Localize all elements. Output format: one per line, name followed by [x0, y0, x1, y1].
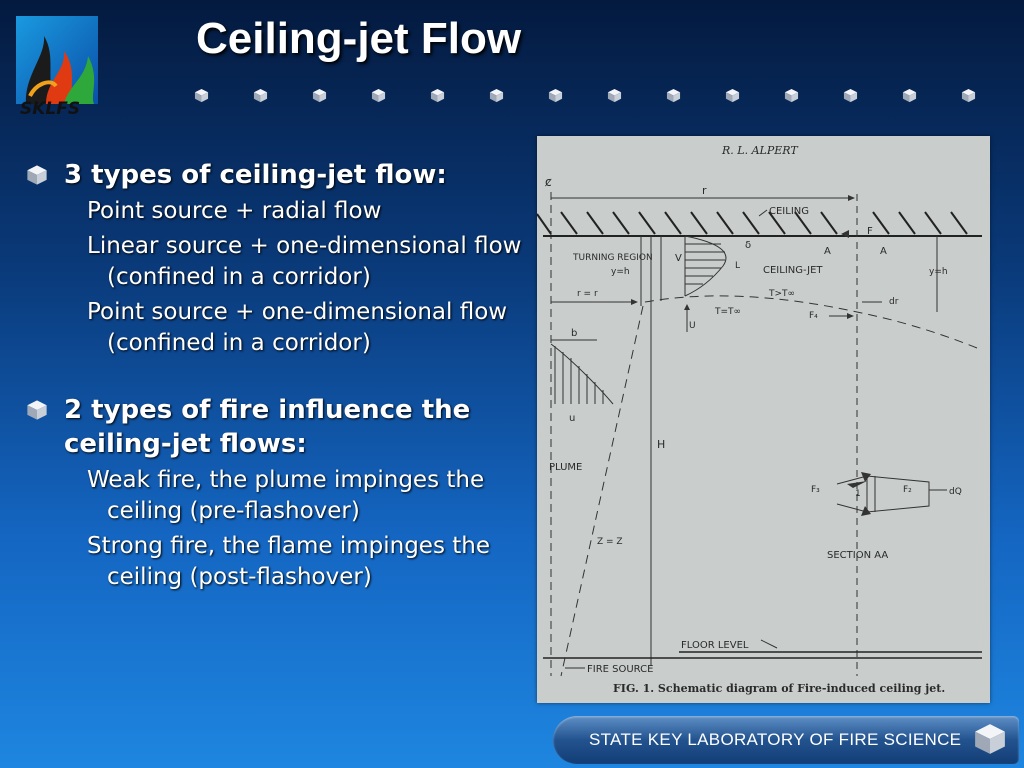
f3-label: F₃: [811, 485, 820, 495]
sub-item: Point source + radial flow: [87, 198, 382, 224]
f4-label: F₄: [809, 311, 818, 321]
cube-bullet-icon: [27, 400, 47, 420]
fire-source-label: FIRE SOURCE: [587, 664, 653, 675]
dr-label: dr: [889, 297, 899, 307]
r-re-label: r = r: [577, 289, 598, 299]
centerline-label: ȼ: [545, 175, 552, 189]
y-h-label: y=h: [929, 267, 948, 277]
ceiling-jet-label: CEILING-JET: [763, 265, 823, 276]
sub-item: Strong fire, the flame impinges the ceil…: [87, 533, 490, 590]
footer-bar: STATE KEY LABORATORY OF FIRE SCIENCE: [553, 716, 1019, 764]
ceiling-label: CEILING: [769, 206, 809, 217]
f2-label: F₂: [903, 485, 912, 495]
sub-item: Weak fire, the plume impinges the ceilin…: [87, 467, 485, 524]
page-title: Ceiling-jet Flow: [196, 14, 522, 63]
footer-text: STATE KEY LABORATORY OF FIRE SCIENCE: [589, 730, 962, 749]
b-label: b: [571, 328, 577, 339]
figure-author: R. L. ALPERT: [721, 144, 799, 157]
cube-bullet-icon: [27, 165, 47, 185]
turning-region-label: TURNING REGION: [572, 253, 653, 263]
figure-caption: FIG. 1. Schematic diagram of Fire-induce…: [613, 682, 945, 695]
cube-bullet-icon: [784, 88, 799, 103]
cube-bullet-icon: [430, 88, 445, 103]
cube-bullet-icon: [607, 88, 622, 103]
cube-bullet-icon: [843, 88, 858, 103]
plume-label: PLUME: [549, 462, 582, 473]
slide-content: 3 types of ceiling-jet flow: Point sourc…: [26, 158, 536, 597]
sklfs-logo: SKLFS: [16, 16, 98, 116]
ceiling-jet-schematic-figure: R. L. ALPERT ȼ r CEILIN: [537, 136, 990, 703]
cube-bullet-icon: [961, 88, 976, 103]
a-right-label: A: [880, 246, 887, 257]
cube-bullet-icon: [902, 88, 917, 103]
bullet-item: 2 types of fire influence the ceiling-je…: [26, 393, 536, 461]
dq-label: dQ: [949, 487, 962, 497]
one-label: 1: [855, 489, 861, 499]
r-label: r: [702, 184, 707, 197]
svg-text:SKLFS: SKLFS: [20, 99, 80, 116]
t-eq-label: T=T∞: [714, 307, 741, 317]
bullet-text: 2 types of fire influence the ceiling-je…: [64, 395, 471, 459]
a-left-label: A: [824, 246, 831, 257]
cube-bullet-icon: [253, 88, 268, 103]
cube-bullet-icon: [666, 88, 681, 103]
cube-bullet-icon: [194, 88, 209, 103]
cube-bullet-icon: [371, 88, 386, 103]
y-he-label: y=h: [611, 267, 630, 277]
cube-bullet-icon: [312, 88, 327, 103]
h-label: H: [657, 438, 665, 451]
delta-label: δ: [745, 240, 751, 251]
cube-bullet-icon: [725, 88, 740, 103]
decorative-cube-row: [194, 88, 976, 103]
t-gt-label: T>T∞: [768, 289, 795, 299]
f1-label: F: [867, 226, 873, 237]
floor-level-label: FLOOR LEVEL: [681, 640, 749, 651]
v-label: V: [675, 253, 682, 264]
cube-bullet-icon: [489, 88, 504, 103]
z-zo-label: Z = Z: [597, 537, 623, 547]
sub-item: Linear source + one-dimensional flow (co…: [87, 233, 522, 290]
u-label: u: [569, 413, 575, 424]
cube-icon: [975, 724, 1005, 754]
section-aa-label: SECTION AA: [827, 550, 888, 561]
bullet-item: 3 types of ceiling-jet flow:: [26, 158, 536, 192]
sub-item: Point source + one-dimensional flow (con…: [87, 299, 508, 356]
cube-bullet-icon: [548, 88, 563, 103]
bullet-text: 3 types of ceiling-jet flow:: [64, 160, 447, 190]
u-ent-label: U: [689, 321, 696, 331]
l-label: L: [735, 261, 740, 271]
